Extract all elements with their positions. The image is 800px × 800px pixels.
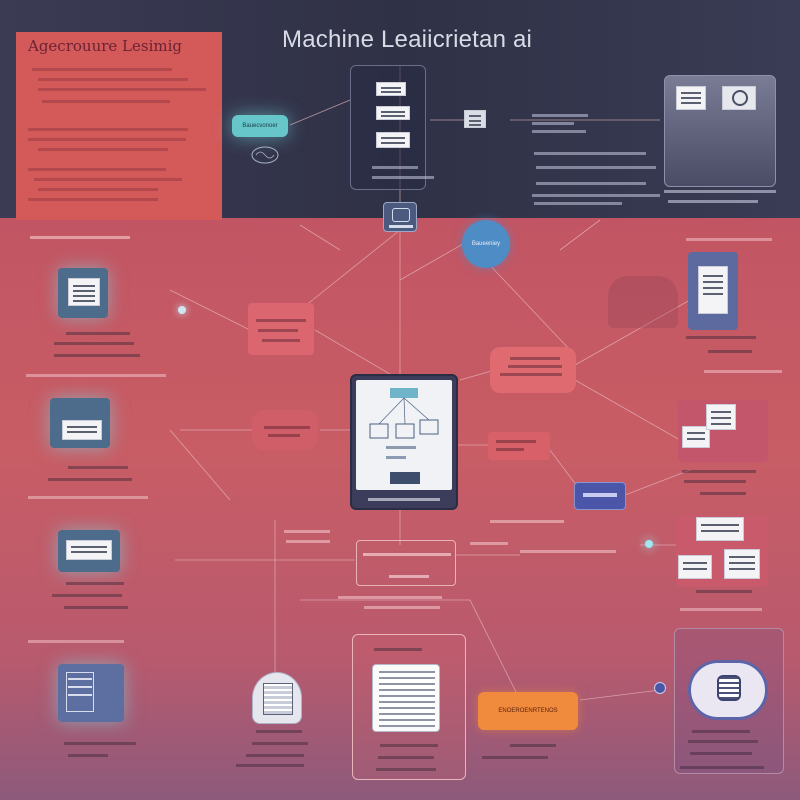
- center-tablet-screen: [356, 380, 452, 490]
- center-mid-box: [356, 540, 456, 586]
- right-blue-node: [574, 482, 626, 510]
- top-center-doc-3: [376, 132, 410, 148]
- top-right-panel-doc: [676, 86, 706, 110]
- panel-title: Agecrouure Lesimig: [28, 37, 183, 55]
- bottom-server-rack: [372, 664, 440, 732]
- center-left-tile-2: [252, 410, 318, 450]
- cube-icon: [369, 388, 439, 484]
- bottom-cube-node: [252, 672, 302, 724]
- server-icon: [58, 664, 124, 722]
- gear-icon: [722, 86, 756, 110]
- right-doc-card-3: [676, 515, 768, 587]
- brain-icon: [250, 145, 280, 165]
- glow-dot-right: [645, 540, 653, 548]
- right-cloud-panel: [608, 276, 678, 328]
- circle-node: Baueeniey: [462, 220, 510, 268]
- small-info-icon: [654, 682, 666, 694]
- robot-icon: [383, 202, 417, 232]
- bottom-right-ring: [688, 660, 768, 720]
- top-center-doc-1: [376, 82, 406, 96]
- left-doc-card-1: [58, 268, 108, 318]
- orange-action-button[interactable]: ENOEROENRTENOS: [478, 692, 578, 730]
- top-left-badge: Bauecvonoer: [232, 115, 288, 137]
- orange-action-button-label: ENOEROENRTENOS: [498, 708, 558, 714]
- glow-dot-left: [178, 306, 186, 314]
- title-panel: [16, 32, 222, 220]
- center-left-tile: [248, 303, 314, 355]
- top-left-badge-label: Bauecvonoer: [242, 123, 278, 129]
- center-right-tile-2: [488, 432, 550, 460]
- circle-node-label: Baueeniey: [471, 241, 501, 247]
- page-title: Machine Leaiicrietan ai: [282, 26, 533, 53]
- top-center-doc-2: [376, 106, 410, 120]
- center-right-tile: [490, 347, 576, 393]
- right-doc-card-2: [678, 400, 768, 462]
- left-doc-card-3: [58, 530, 120, 572]
- left-doc-card-2: [50, 398, 110, 448]
- top-right-small-doc: [464, 110, 486, 128]
- right-doc-card-1: [688, 252, 738, 330]
